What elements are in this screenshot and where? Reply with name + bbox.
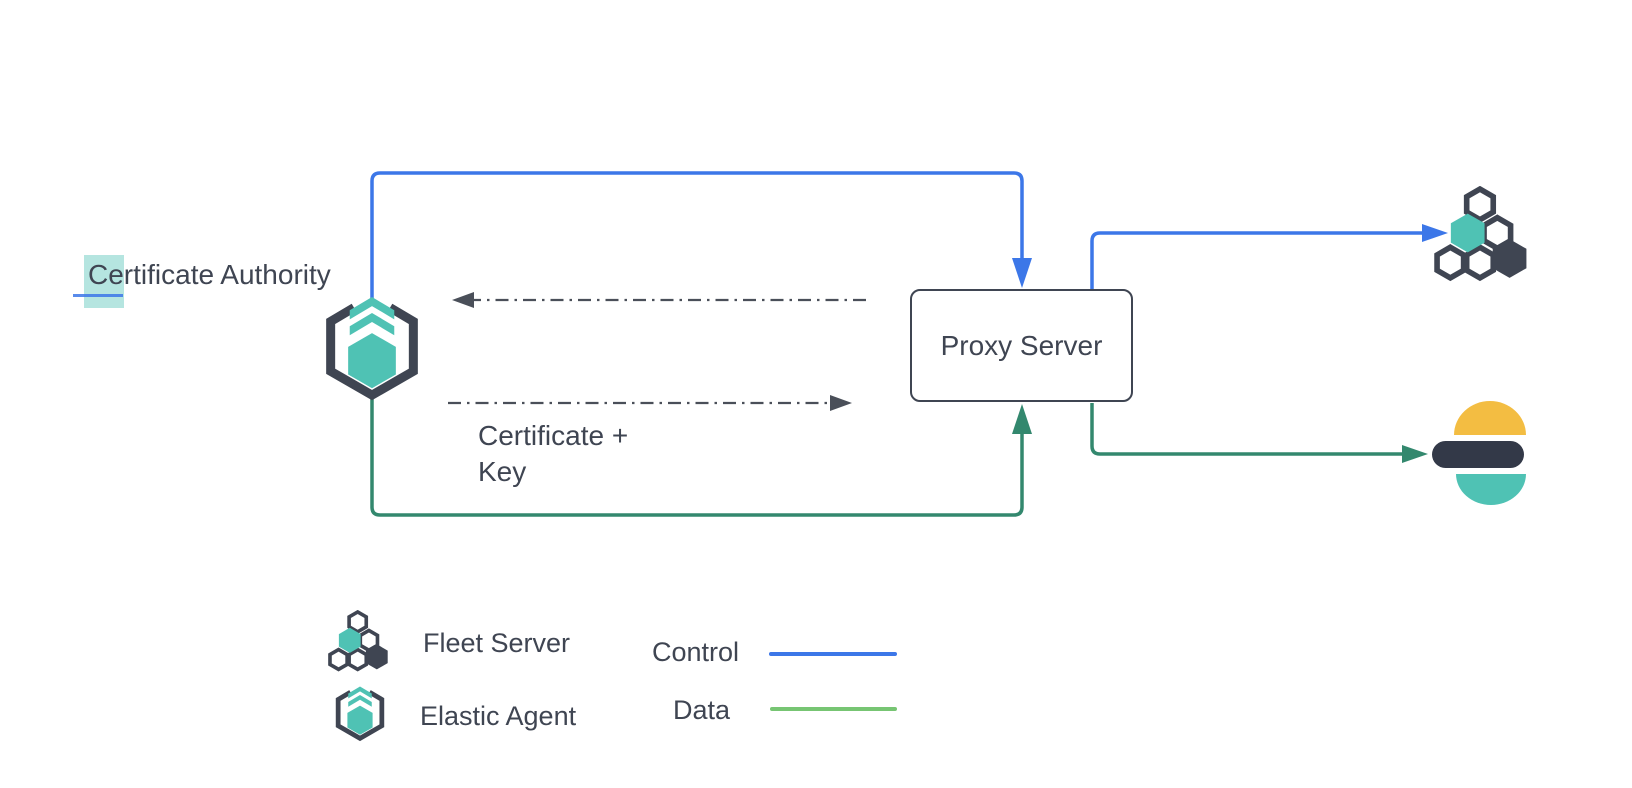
arrowhead-left-icon	[452, 292, 474, 308]
legend-data-label: Data	[673, 695, 731, 725]
control-line-agent-to-proxy	[370, 171, 1032, 300]
certificate-authority-label: Certificate Authority	[88, 259, 331, 290]
arrowhead-right-icon	[1422, 224, 1448, 242]
legend-control-line-sample	[769, 652, 897, 656]
legend-control-label: Control	[652, 637, 740, 667]
elastic-agent-icon	[326, 297, 418, 401]
text-selection-underline	[73, 294, 123, 297]
arrowhead-up-icon	[1012, 404, 1032, 434]
proxy-server-label: Proxy Server	[940, 329, 1103, 361]
proxy-server-node: Proxy Server	[910, 289, 1133, 402]
elastic-agent-icon	[335, 686, 385, 742]
certificate-key-line2: Key	[478, 456, 527, 487]
fleet-server-icon	[1434, 186, 1527, 282]
data-line-agent-to-proxy	[370, 398, 1032, 517]
arrowhead-right-icon	[1402, 445, 1428, 463]
certificate-key-line1: Certificate +	[478, 420, 629, 451]
data-line-proxy-to-elasticsearch	[1090, 403, 1428, 463]
certificate-key-line-to-agent	[452, 292, 866, 308]
elasticsearch-logo	[1432, 401, 1526, 505]
legend-elastic-agent-label: Elastic Agent	[420, 701, 577, 731]
certificate-key-annotation: Certificate + Key	[478, 418, 628, 490]
arrowhead-right-icon	[830, 395, 852, 411]
certificate-key-line-to-proxy	[448, 395, 852, 411]
text-selection-highlight	[84, 255, 124, 308]
fleet-server-icon	[328, 610, 388, 672]
control-line-proxy-to-fleet-server	[1090, 224, 1448, 289]
arrowhead-down-icon	[1012, 258, 1032, 288]
legend-data-line-sample	[770, 707, 897, 711]
legend-fleet-server-label: Fleet Server	[423, 628, 571, 658]
